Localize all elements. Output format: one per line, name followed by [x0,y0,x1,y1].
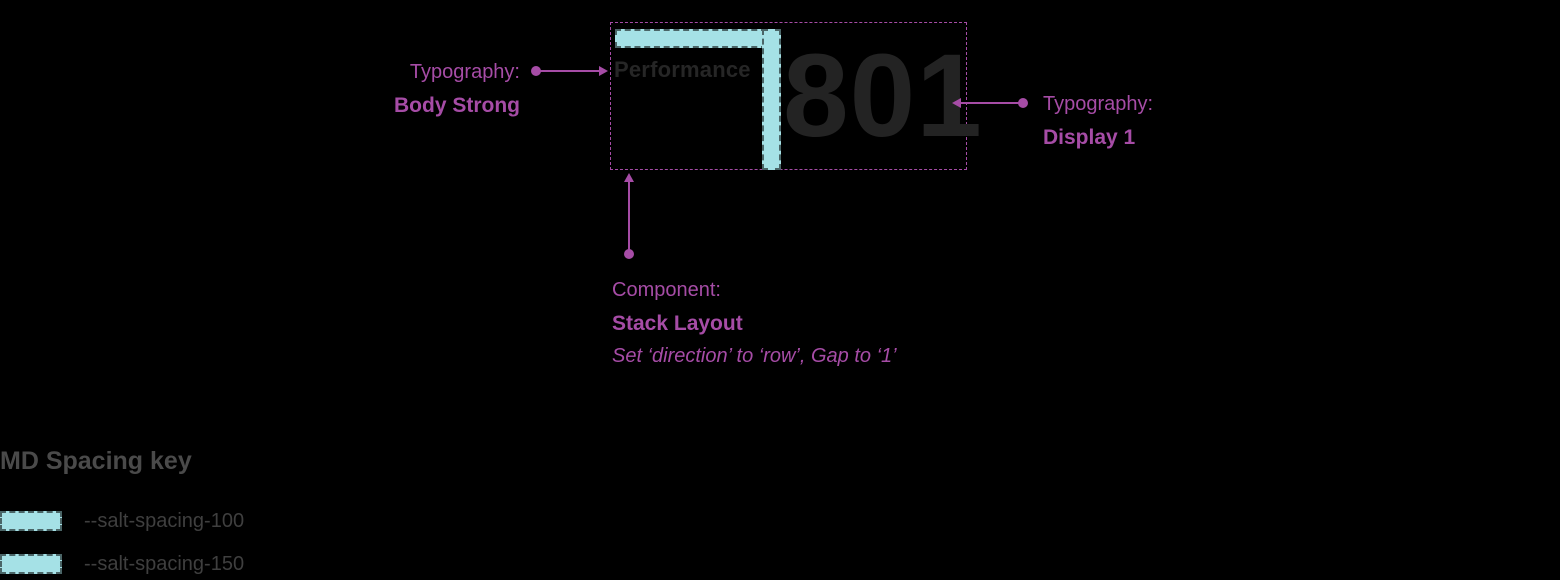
legend-label-spacing-150: --salt-spacing-150 [84,553,245,575]
legend-swatch-spacing-100 [0,511,62,531]
left-arrow-dot [531,66,541,76]
annotation-typography-body-strong: Typography: Body Strong [260,56,520,122]
bottom-arrow-line [628,181,630,251]
annotation-prefix: Component: [612,279,721,301]
annotation-detail: Set ‘direction’ to ‘row’, Gap to ‘1’ [612,345,897,367]
legend-title: MD Spacing key [0,447,192,475]
bottom-arrow-dot [624,249,634,259]
component-title: Performance [614,57,751,82]
bottom-arrow-head-icon [624,173,634,182]
component-value: 801 [783,30,983,162]
annotation-component-stack-layout: Component: Stack Layout Set ‘direction’ … [612,274,1032,373]
annotation-typography-display-1: Typography: Display 1 [1043,88,1153,154]
annotation-value: Display 1 [1043,126,1136,149]
annotation-value: Body Strong [394,94,520,117]
annotation-prefix: Typography: [1043,93,1154,115]
right-arrow-line [960,102,1020,104]
right-arrow-head-icon [952,98,961,108]
legend-swatch-spacing-150 [0,554,62,574]
spacing-bar-horizontal [615,29,767,48]
right-arrow-dot [1018,98,1028,108]
left-arrow-line [539,70,599,72]
left-arrow-head-icon [599,66,608,76]
annotation-prefix: Typography: [409,61,520,83]
spacing-bar-gap [762,29,781,170]
component-dashed-outline [610,22,967,170]
annotation-value: Stack Layout [612,312,743,335]
legend-label-spacing-100: --salt-spacing-100 [84,510,245,532]
